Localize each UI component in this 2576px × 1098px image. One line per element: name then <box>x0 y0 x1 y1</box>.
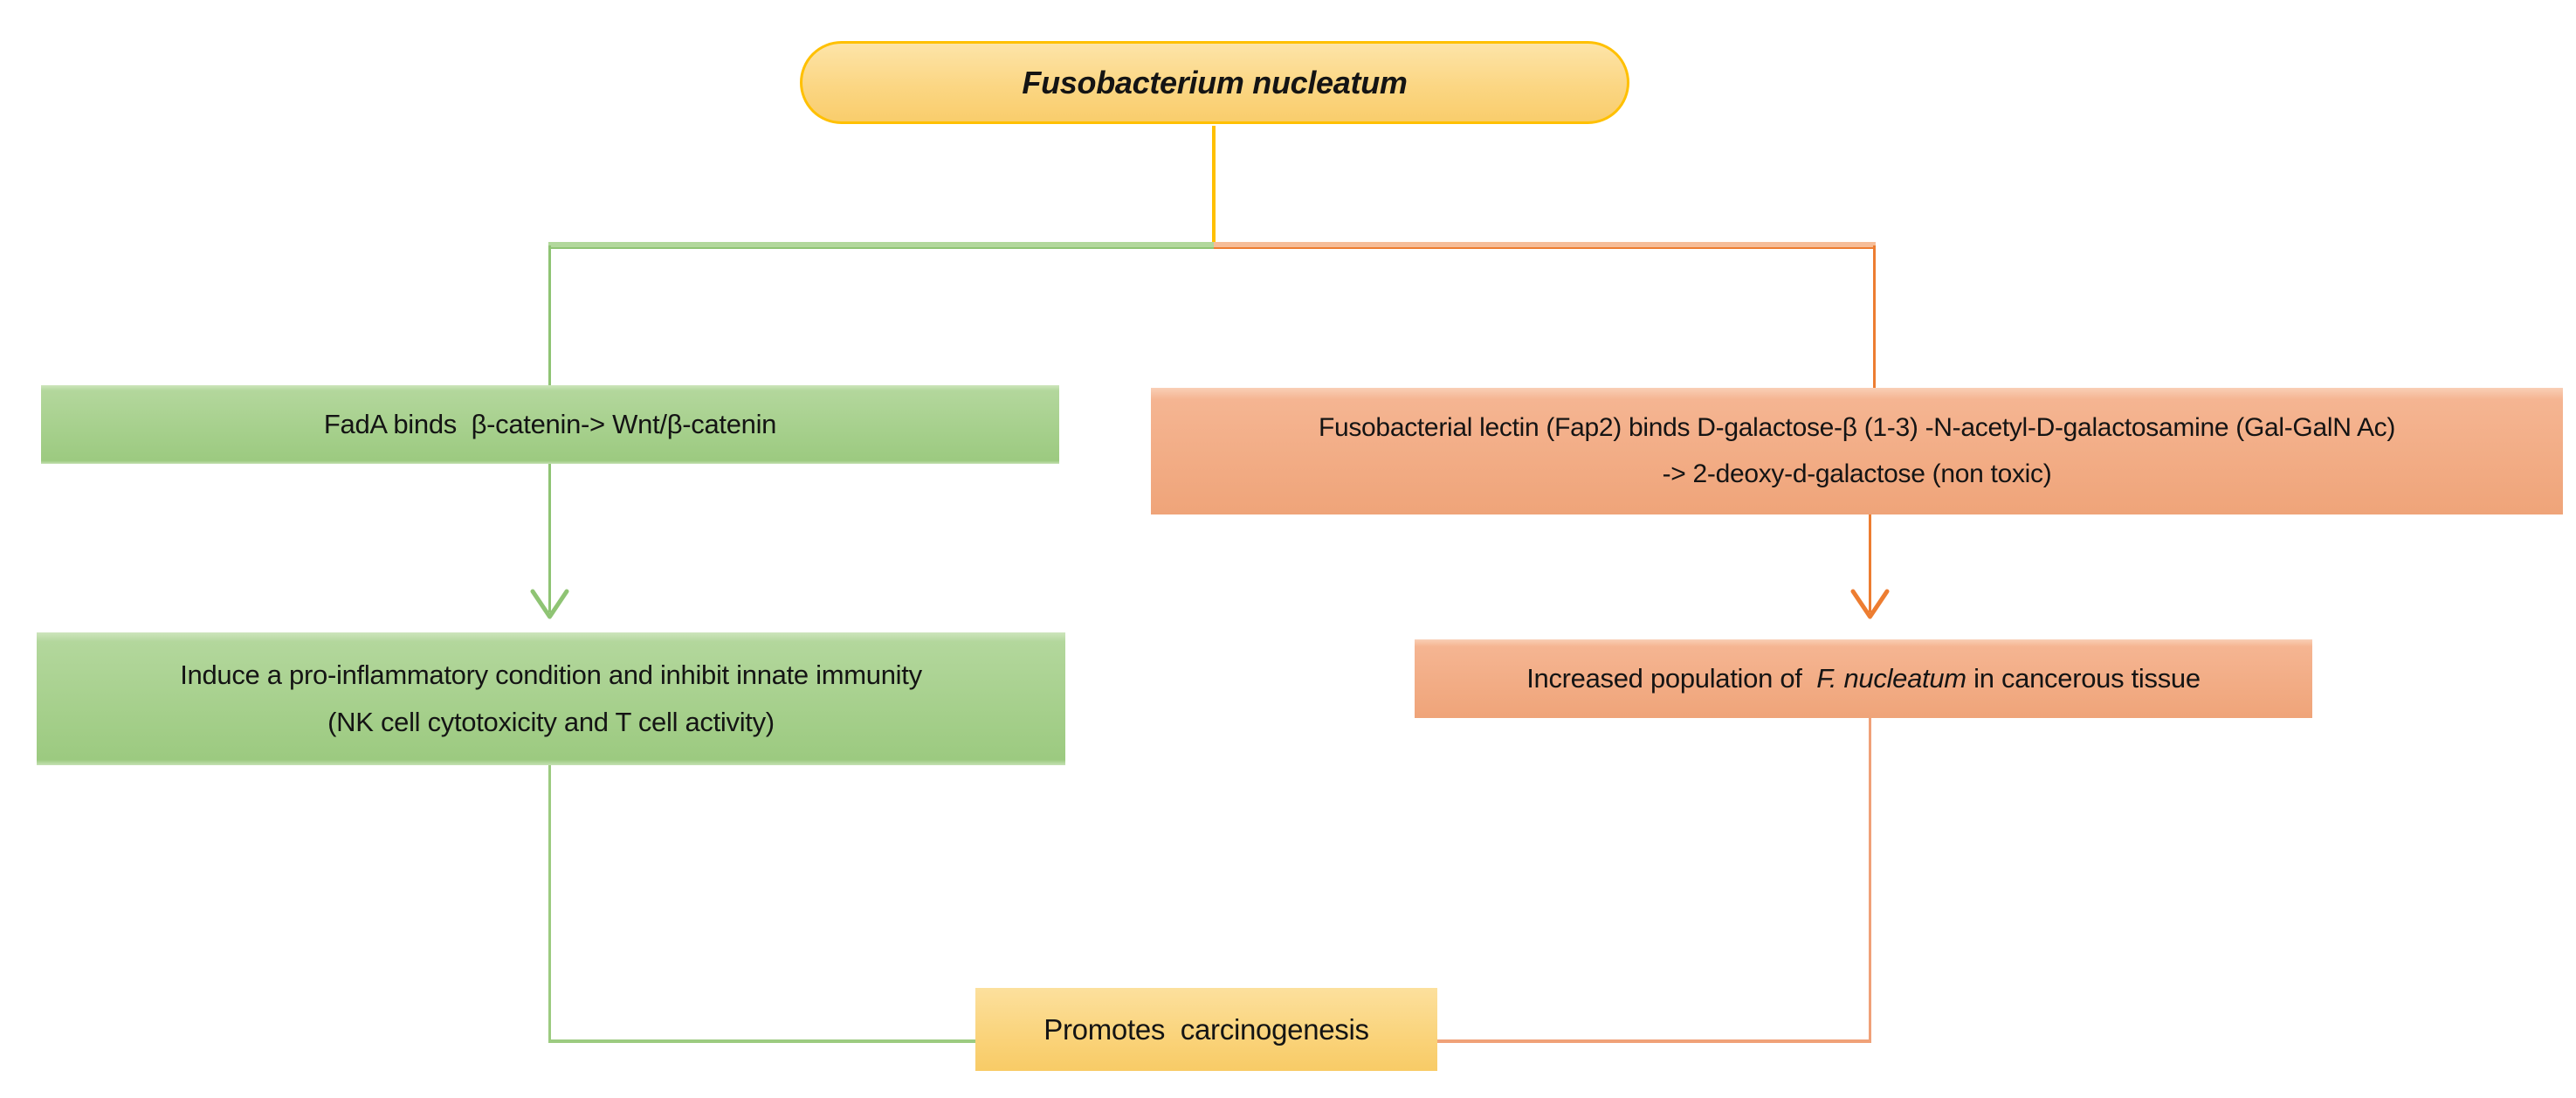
outcome-label: Promotes carcinogenesis <box>1043 1012 1369 1046</box>
right-box2-italic-species: F. nucleatum <box>1816 663 1966 694</box>
connector-left-bottom-horizontal <box>548 1039 975 1043</box>
right-box-increased-population: Increased population of F. nucleatum in … <box>1415 639 2312 718</box>
right-box-fap2-binds: Fusobacterial lectin (Fap2) binds D-gala… <box>1151 388 2563 514</box>
connector-left-drop-2 <box>548 464 551 612</box>
root-node-fusobacterium-nucleatum: Fusobacterium nucleatum <box>800 41 1629 124</box>
connector-right-drop-3 <box>1869 718 1871 1042</box>
connector-branch-left-line <box>548 247 1214 249</box>
left-box1-label: FadA binds β-catenin-> Wnt/β-catenin <box>323 409 777 439</box>
left-box-fada-binds: FadA binds β-catenin-> Wnt/β-catenin <box>41 385 1059 464</box>
right-box2-text: Increased population of F. nucleatum in … <box>1526 663 2201 694</box>
connector-branch-left-band <box>548 242 1214 247</box>
root-node-label: Fusobacterium nucleatum <box>1022 64 1408 100</box>
arrow-down-green-icon <box>530 589 569 619</box>
right-box1-line2: -> 2-deoxy-d-galactose (non toxic) <box>1662 459 2052 488</box>
connector-left-drop-3 <box>548 765 551 1042</box>
right-box2-prefix: Increased population of <box>1526 663 1817 694</box>
connector-branch-right-band <box>1214 242 1876 247</box>
left-box2-line1: Induce a pro-inflammatory condition and … <box>180 659 922 690</box>
arrow-down-orange-icon <box>1850 589 1890 619</box>
connector-branch-right-line <box>1214 247 1876 249</box>
left-box2-line2: (NK cell cytotoxicity and T cell activit… <box>327 707 775 737</box>
right-box2-suffix: in cancerous tissue <box>1966 663 2201 694</box>
connector-right-drop-2 <box>1869 514 1871 612</box>
connector-right-bottom-horizontal <box>1437 1039 1871 1043</box>
left-box-pro-inflammatory: Induce a pro-inflammatory condition and … <box>37 632 1065 765</box>
right-box1-line1: Fusobacterial lectin (Fap2) binds D-gala… <box>1318 413 2396 442</box>
connector-root-stem <box>1212 126 1216 245</box>
connector-right-drop-1 <box>1873 245 1876 388</box>
outcome-box-promotes-carcinogenesis: Promotes carcinogenesis <box>975 988 1437 1071</box>
connector-left-drop-1 <box>548 245 551 385</box>
